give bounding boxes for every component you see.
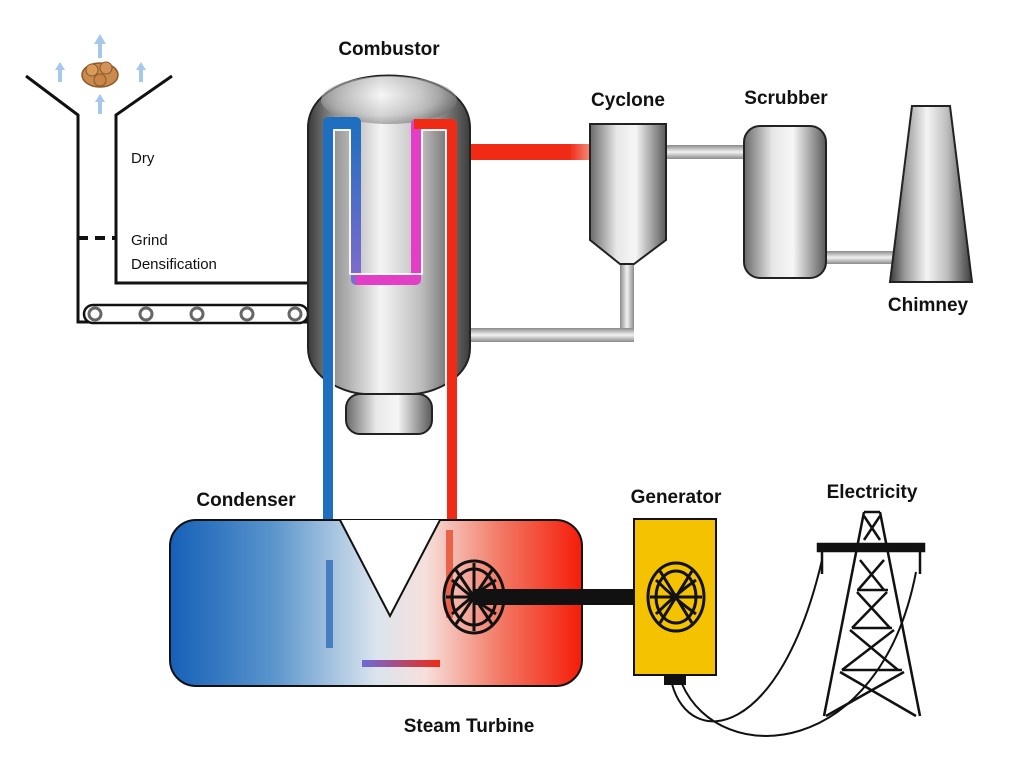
combustor-vessel bbox=[307, 74, 471, 435]
scrubber bbox=[743, 125, 827, 279]
grind-label: Grind bbox=[131, 232, 168, 249]
scrubber-chimney-pipe bbox=[824, 251, 894, 264]
ash-return-pipe bbox=[470, 255, 634, 342]
vapor-arrows-icon bbox=[55, 34, 146, 114]
generator-label: Generator bbox=[631, 487, 722, 508]
biomass-pile-icon bbox=[81, 61, 119, 88]
cyclone-label: Cyclone bbox=[591, 90, 665, 111]
electricity-label: Electricity bbox=[827, 482, 918, 503]
generator-wheel-icon bbox=[646, 561, 706, 633]
combustor-label: Combustor bbox=[338, 39, 440, 60]
conveyor-belt bbox=[82, 303, 310, 325]
densification-label: Densification bbox=[131, 256, 217, 273]
chimney bbox=[888, 105, 974, 283]
dry-label: Dry bbox=[131, 150, 155, 167]
cyclone bbox=[589, 123, 667, 265]
chimney-label: Chimney bbox=[888, 295, 969, 316]
transmission-tower-icon bbox=[816, 510, 926, 718]
cyclone-scrubber-pipe bbox=[664, 145, 748, 159]
boiler-tubes bbox=[323, 117, 457, 520]
power-wires bbox=[671, 559, 917, 737]
hot-flue-gas-pipe bbox=[470, 144, 594, 160]
dryer-hopper bbox=[25, 74, 308, 324]
steam-turbine-label: Steam Turbine bbox=[404, 716, 535, 737]
condenser-label: Condenser bbox=[196, 490, 296, 511]
scrubber-label: Scrubber bbox=[744, 88, 828, 109]
